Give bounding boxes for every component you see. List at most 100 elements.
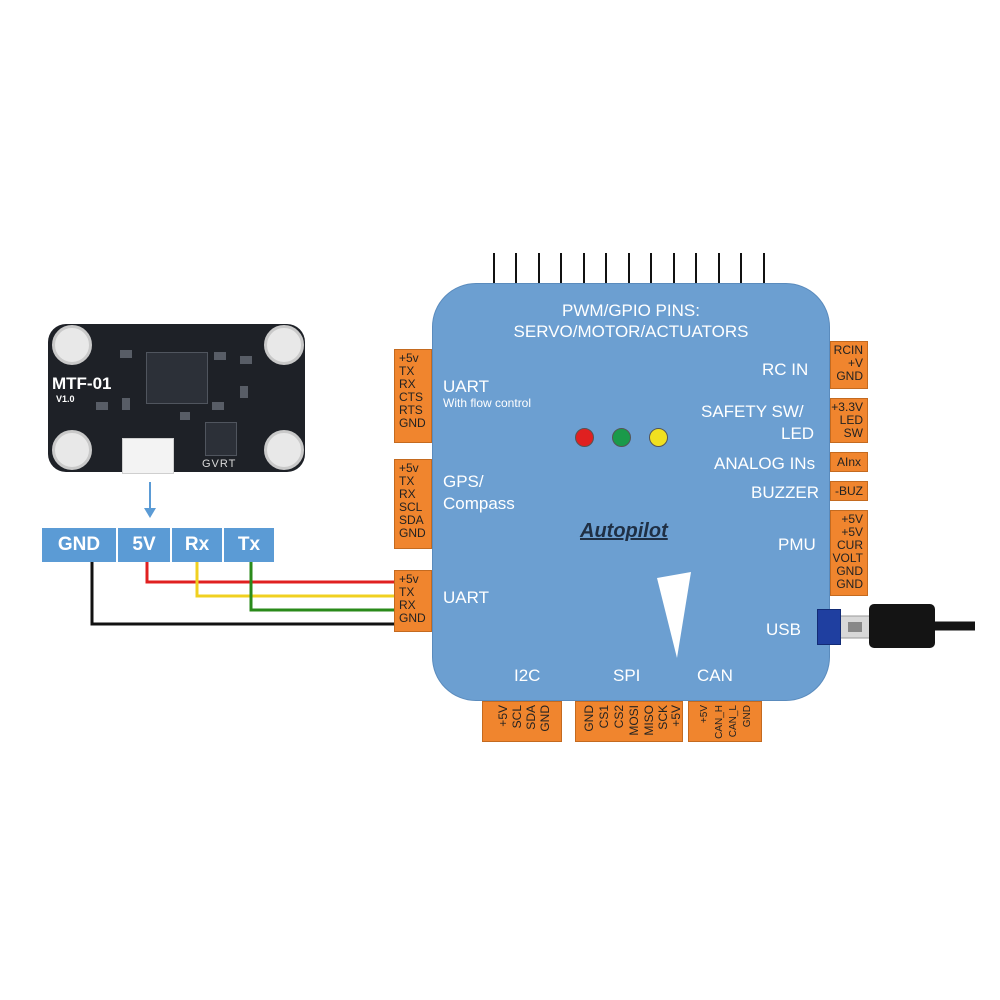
pin: GND <box>742 705 753 728</box>
usb-plug-body <box>869 604 935 648</box>
pin: GND <box>399 416 426 430</box>
pin: CAN_H <box>714 705 725 739</box>
mount-hole <box>264 325 304 365</box>
pin: +5v <box>399 572 419 586</box>
pin: CUR <box>837 538 863 552</box>
pin: +V <box>847 356 863 370</box>
pin-label-gnd: GND <box>42 528 116 562</box>
pin-label-tx: Tx <box>224 528 274 562</box>
port-buzzer: -BUZ <box>830 481 868 501</box>
pin: VOLT <box>832 551 863 565</box>
pin: GND <box>836 369 863 383</box>
autopilot-board <box>432 283 830 701</box>
pmu-label: PMU <box>778 535 816 554</box>
pin: TX <box>399 364 415 378</box>
port-spi: GND CS1 CS2 MOSI MISO SCK +5V <box>575 701 683 742</box>
status-led-red <box>575 428 594 447</box>
pin: +5V <box>669 705 683 727</box>
pin: SDA <box>524 705 538 730</box>
component <box>240 356 252 364</box>
i2c-label: I2C <box>514 666 541 685</box>
pin: RCIN <box>833 343 863 357</box>
pin: CS1 <box>597 705 611 729</box>
pin: +5V <box>841 525 863 539</box>
pin: MISO <box>642 705 656 736</box>
module-name: MTF-01 <box>52 374 112 393</box>
pin: RX <box>399 377 416 391</box>
arrow-head <box>144 508 156 518</box>
pin: RX <box>399 487 416 501</box>
module-brand: GVRT <box>202 458 237 470</box>
pin: +3.3V <box>831 400 863 414</box>
component <box>120 350 132 358</box>
pin: TX <box>399 474 415 488</box>
pin: CTS <box>399 390 423 404</box>
safety-label-line1: SAFETY SW/ <box>701 402 804 421</box>
mount-hole <box>52 325 92 365</box>
analog-label: ANALOG INs <box>714 454 816 473</box>
pin: RTS <box>399 403 423 417</box>
pin: SCL <box>510 705 524 729</box>
pin: +5V <box>699 705 710 724</box>
orientation-arrow <box>657 572 691 658</box>
pin: +5V <box>496 705 510 727</box>
port-gps: +5v TX RX SCL SDA GND <box>394 459 432 549</box>
uart-flow-sublabel: With flow control <box>443 396 532 410</box>
can-label: CAN <box>697 666 733 685</box>
port-analog: AInx <box>830 452 868 472</box>
port-i2c: +5V SCL SDA GND <box>482 701 562 742</box>
buzzer-label: BUZZER <box>751 483 819 502</box>
module-connector <box>122 438 174 474</box>
usb-port <box>817 609 841 645</box>
pin: +5v <box>399 351 419 365</box>
status-led-yellow <box>649 428 668 447</box>
wire-gnd <box>90 562 397 626</box>
pin: TX <box>399 585 415 599</box>
pwm-label-line2: SERVO/MOTOR/ACTUATORS <box>513 322 749 341</box>
pin: SW <box>843 426 863 440</box>
port-rc-in: RCIN +V GND <box>830 341 868 389</box>
uart-flow-label: UART <box>443 377 489 396</box>
uart-label: UART <box>443 588 489 607</box>
pin: +5v <box>399 461 419 475</box>
pin: RX <box>399 598 416 612</box>
pin: SCL <box>399 500 423 514</box>
component <box>122 398 130 410</box>
component <box>96 402 108 410</box>
sensor-chip <box>146 352 208 404</box>
mount-hole <box>264 430 304 470</box>
rc-in-label: RC IN <box>762 360 809 379</box>
port-can: +5V CAN_H CAN_L GND <box>688 701 762 742</box>
pin: GND <box>836 564 863 578</box>
autopilot-title: Autopilot <box>580 520 668 542</box>
safety-label-line2: LED <box>781 424 815 443</box>
module-version: V1.0 <box>56 394 75 404</box>
component <box>212 402 224 410</box>
pin: GND <box>538 705 552 732</box>
port-pmu: +5V +5V CUR VOLT GND GND <box>830 510 868 596</box>
status-led-green <box>612 428 631 447</box>
wire-5v <box>145 562 397 584</box>
spi-label: SPI <box>613 666 641 685</box>
pin: +5V <box>841 512 863 526</box>
pin: MOSI <box>627 705 641 736</box>
pin: GND <box>399 611 426 625</box>
usb-label: USB <box>766 620 801 639</box>
pwm-pin-lines <box>493 253 765 287</box>
pin-label-5v: 5V <box>118 528 170 562</box>
pin: GND <box>836 577 863 591</box>
pwm-label-line1: PWM/GPIO PINS: <box>562 301 700 320</box>
component <box>180 412 190 420</box>
pin: SDA <box>399 513 424 527</box>
pin-label-rx: Rx <box>172 528 222 562</box>
wire-rx-to-tx <box>195 562 397 598</box>
pin: AInx <box>836 455 861 469</box>
port-safety: +3.3V LED SW <box>830 398 868 443</box>
component <box>240 386 248 398</box>
usb-plug-slot <box>848 622 862 632</box>
port-uart-flow: +5v TX RX CTS RTS GND <box>394 349 432 443</box>
pin: GND <box>399 526 426 540</box>
gps-label-line2: Compass <box>443 494 515 513</box>
pin: CAN_L <box>728 705 739 738</box>
